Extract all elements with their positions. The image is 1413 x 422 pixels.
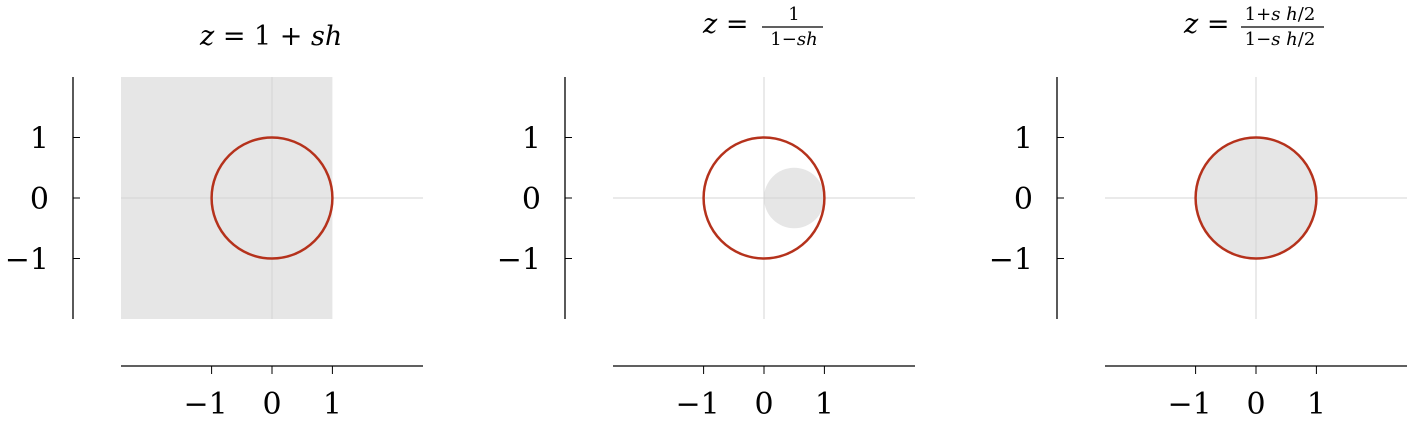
panel-3-title-den: 1−s h/2 [1245, 29, 1316, 50]
title-2-den-a: 1− [770, 29, 797, 50]
title-2-eq: = [717, 9, 748, 40]
y-tick-label: 0 [30, 182, 49, 217]
x-tick-label: 0 [754, 387, 773, 422]
panel-1-title: z = 1 + sh [199, 21, 342, 52]
plot-area: −1 0 1 −1 0 1 [5, 77, 423, 422]
x-tick-label: −1 [1167, 387, 1211, 422]
plot-area: −1 0 1 −1 0 1 [497, 77, 915, 422]
title-3-den-a: 1− [1245, 29, 1272, 50]
title-3-num-a: 1+ [1245, 4, 1272, 25]
y-tick-label: 1 [522, 122, 541, 157]
panel-3-title-lhs: z = [1183, 9, 1229, 40]
x-tick-label: 1 [1307, 387, 1326, 422]
y-tick-label: 0 [522, 182, 541, 217]
unit-circle [1194, 136, 1318, 260]
y-tick-label: 1 [1014, 122, 1033, 157]
unit-circle [210, 136, 334, 260]
title-3-den-c: /2 [1298, 29, 1316, 50]
y-tick-label: −1 [5, 243, 49, 278]
panel-3-title-num: 1+s h/2 [1245, 4, 1316, 25]
x-tick-label: −1 [183, 387, 227, 422]
plot-area: −1 0 1 −1 0 1 [989, 77, 1407, 422]
panel-2-title-den: 1−sh [770, 29, 817, 50]
title-3-num-c: /2 [1298, 4, 1316, 25]
title-2-den-b: sh [797, 29, 818, 50]
x-tick-label: −1 [675, 387, 719, 422]
y-tick-label: 1 [30, 122, 49, 157]
title-3-eq: = [1198, 9, 1229, 40]
panel-2-title-lhs: z = [702, 9, 748, 40]
title-1-sh: sh [311, 21, 342, 52]
title-1-z: z [199, 21, 215, 52]
y-tick-label: −1 [989, 243, 1033, 278]
x-tick-label: 0 [1246, 387, 1265, 422]
x-tick-label: 0 [262, 387, 281, 422]
panel-1: z = 1 + sh −1 0 1 −1 0 1 [5, 21, 423, 422]
x-tick-label: 1 [323, 387, 342, 422]
title-3-den-b: s h [1271, 29, 1298, 50]
x-tick-label: 1 [815, 387, 834, 422]
panel-2-title-num: 1 [788, 4, 799, 25]
title-3-num-b: s h [1271, 4, 1298, 25]
title-1-rest: = 1 + [214, 21, 311, 52]
title-2-z: z [702, 9, 718, 40]
unit-circle [702, 136, 826, 260]
y-tick-label: 0 [1014, 182, 1033, 217]
y-tick-label: −1 [497, 243, 541, 278]
title-3-z: z [1183, 9, 1199, 40]
